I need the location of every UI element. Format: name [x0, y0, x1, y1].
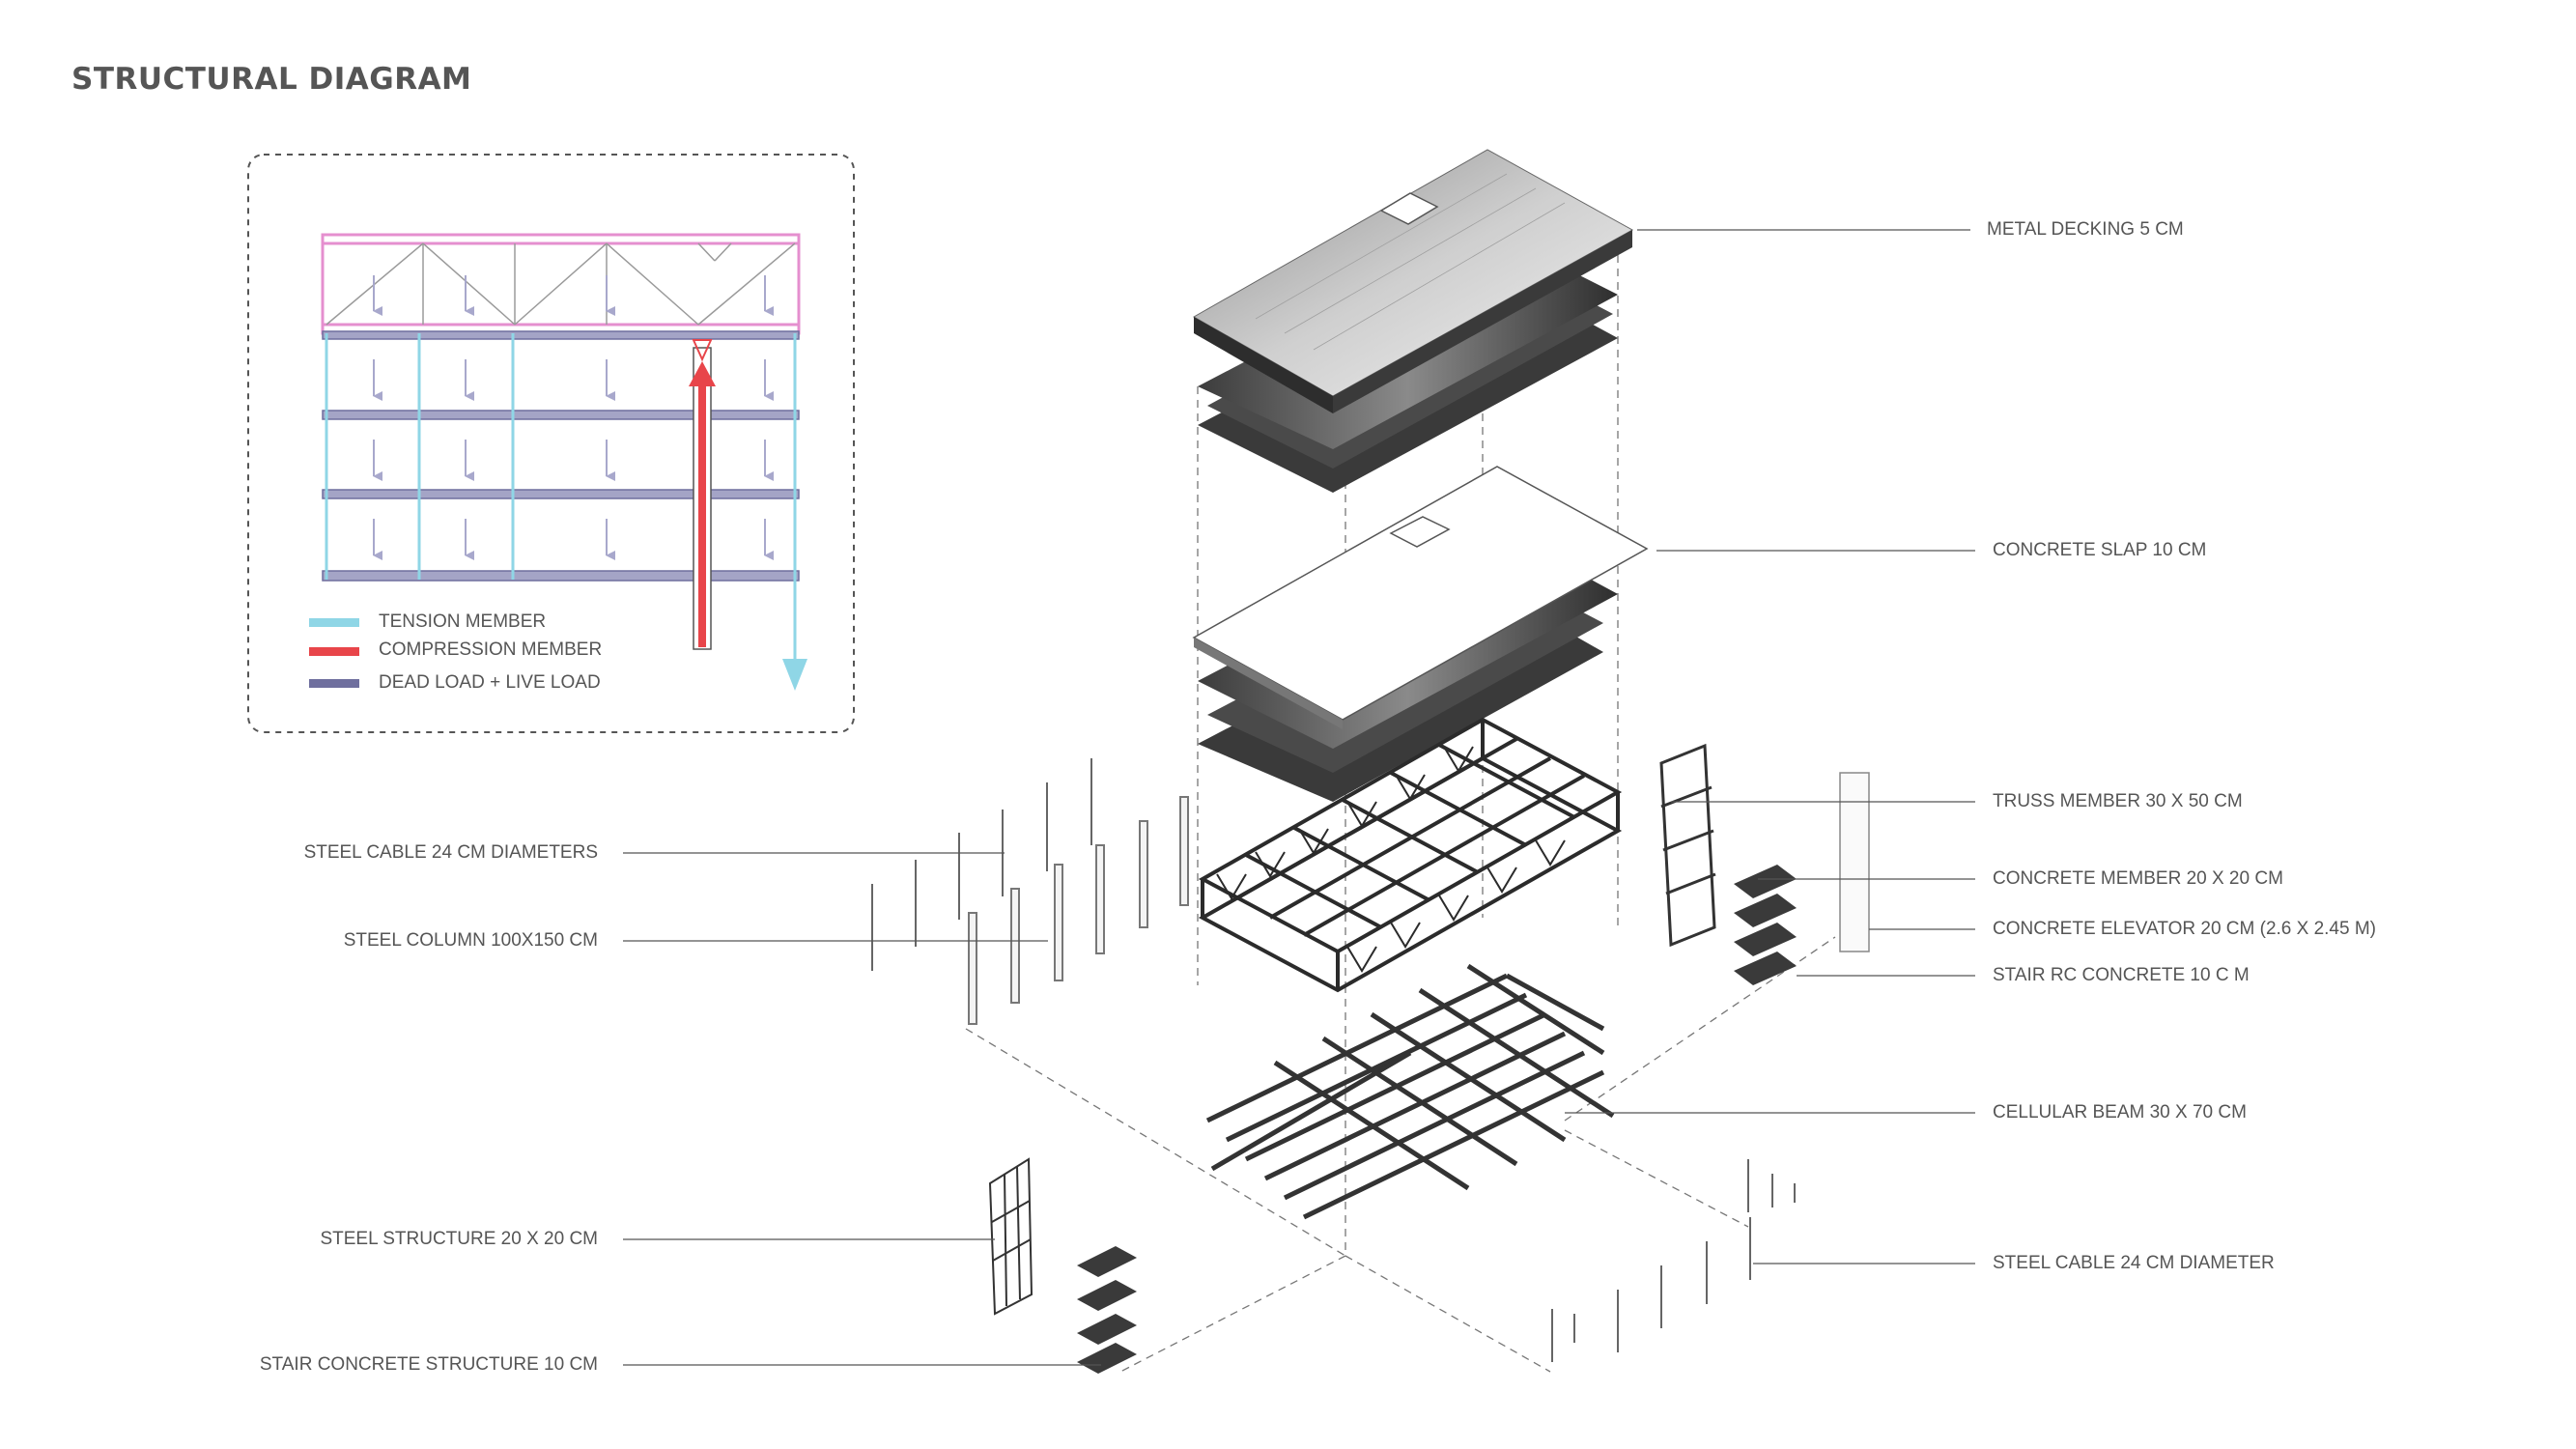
label-stair-rc: STAIR RC CONCRETE 10 C M	[1993, 965, 2250, 985]
concrete-slab-layer	[1192, 466, 1649, 802]
metal-decking-layer	[1192, 149, 1634, 493]
load-arrows	[373, 275, 774, 560]
legend-label-dead-live-load: DEAD LOAD + LIVE LOAD	[379, 672, 601, 693]
label-steel-structure: STEEL STRUCTURE 20 X 20 CM	[320, 1229, 598, 1249]
stair-concrete	[1077, 1246, 1137, 1374]
concrete-elevator	[1839, 772, 1870, 952]
label-steel-column: STEEL COLUMN 100X150 CM	[343, 930, 598, 951]
leader-lines-right	[1565, 229, 1975, 1264]
label-metal-decking: METAL DECKING 5 CM	[1987, 219, 2184, 240]
legend-label-tension: TENSION MEMBER	[379, 611, 547, 632]
steel-structure-small	[988, 1157, 1033, 1316]
label-cellular-beam: CELLULAR BEAM 30 X 70 CM	[1993, 1102, 2247, 1122]
label-stair-concrete-structure: STAIR CONCRETE STRUCTURE 10 CM	[259, 1354, 598, 1375]
steel-cables-right	[1551, 1159, 1796, 1362]
legend-label-compression: COMPRESSION MEMBER	[379, 639, 603, 660]
steel-columns	[968, 796, 1189, 1025]
floor-beams	[322, 330, 800, 582]
label-steel-cable-left: STEEL CABLE 24 CM DIAMETERS	[303, 842, 598, 863]
legend-swatch-dead-live-load	[309, 679, 359, 688]
legend-swatch-compression	[309, 647, 359, 656]
label-steel-cable-right: STEEL CABLE 24 CM DIAMETER	[1993, 1253, 2275, 1273]
label-concrete-member: CONCRETE MEMBER 20 X 20 CM	[1993, 868, 2283, 889]
page-title: STRUCTURAL DIAGRAM	[71, 62, 472, 97]
cellular-beam-grid	[1205, 963, 1615, 1220]
stair-rc	[1734, 865, 1797, 985]
truss-frame	[1198, 717, 1623, 993]
compression-member	[689, 339, 716, 650]
tension-members	[325, 333, 797, 667]
concrete-members	[1659, 743, 1716, 948]
load-diagram-panel	[247, 154, 855, 733]
legend-swatch-tension	[309, 618, 359, 627]
label-truss-member: TRUSS MEMBER 30 X 50 CM	[1993, 791, 2243, 811]
label-concrete-elevator: CONCRETE ELEVATOR 20 CM (2.6 X 2.45 M)	[1993, 919, 2376, 939]
leader-lines-left	[623, 852, 1101, 1366]
truss-diagram	[321, 233, 801, 335]
label-concrete-slab: CONCRETE SLAP 10 CM	[1993, 540, 2207, 560]
